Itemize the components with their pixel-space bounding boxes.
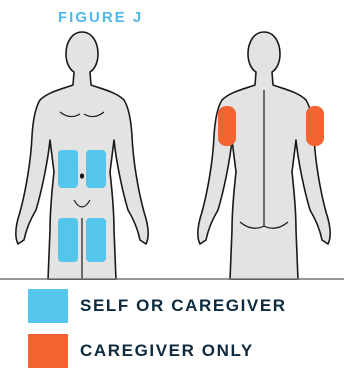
swatch-self-or-caregiver [28, 289, 68, 323]
back-body [198, 32, 330, 280]
upper-arm-left-zone [218, 106, 236, 146]
abdomen-left-zone [58, 150, 78, 188]
navel [80, 173, 84, 178]
thigh-left-zone [58, 218, 78, 262]
swatch-caregiver-only [28, 334, 68, 368]
thigh-right-zone [86, 218, 106, 262]
upper-arm-right-zone [306, 106, 324, 146]
body-diagram [0, 0, 344, 280]
abdomen-right-zone [86, 150, 106, 188]
legend-label-caregiver-only: CAREGIVER ONLY [80, 341, 254, 361]
front-body [16, 32, 148, 280]
legend-item-self-or-caregiver: SELF OR CAREGIVER [28, 289, 328, 323]
legend-label-self-or-caregiver: SELF OR CAREGIVER [80, 296, 287, 316]
legend-item-caregiver-only: CAREGIVER ONLY [28, 334, 328, 368]
